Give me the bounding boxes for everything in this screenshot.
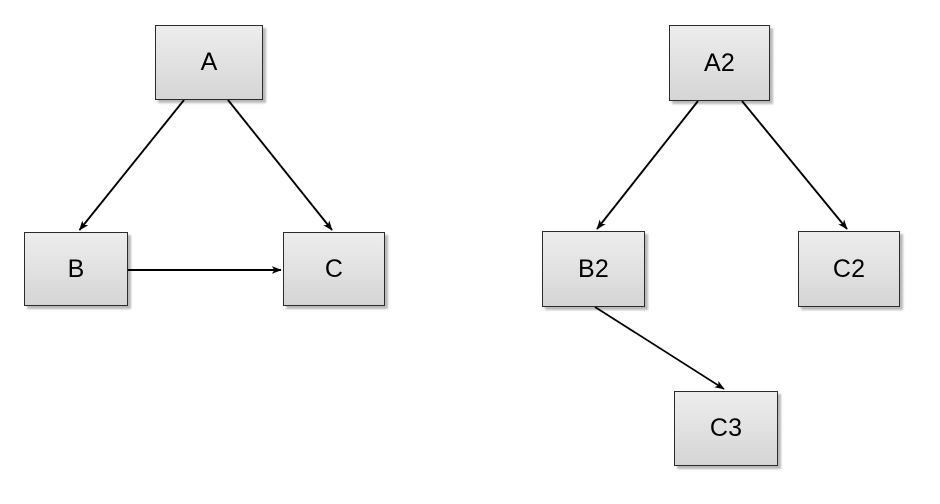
node-a-label: A xyxy=(200,48,218,76)
node-b2[interactable]: B2 xyxy=(542,231,645,307)
edge-b2-to-c3[interactable] xyxy=(594,306,725,390)
node-a2[interactable]: A2 xyxy=(669,25,770,101)
node-c-label: C xyxy=(324,254,344,283)
node-c3-label: C3 xyxy=(709,414,743,442)
node-c[interactable]: C xyxy=(283,232,385,306)
edge-a-to-b[interactable] xyxy=(78,99,185,231)
node-b[interactable]: B xyxy=(24,232,128,306)
node-b2-label: B2 xyxy=(578,254,609,283)
node-a2-label: A2 xyxy=(704,48,735,77)
node-b-label: B xyxy=(67,254,85,283)
node-a[interactable]: A xyxy=(155,25,263,100)
node-c3[interactable]: C3 xyxy=(674,391,778,466)
edge-a2-to-c2[interactable] xyxy=(741,100,848,230)
edge-a2-to-b2[interactable] xyxy=(596,100,699,230)
node-c2-label: C2 xyxy=(832,254,866,283)
node-c2[interactable]: C2 xyxy=(798,231,900,307)
edge-a-to-c[interactable] xyxy=(227,99,333,231)
